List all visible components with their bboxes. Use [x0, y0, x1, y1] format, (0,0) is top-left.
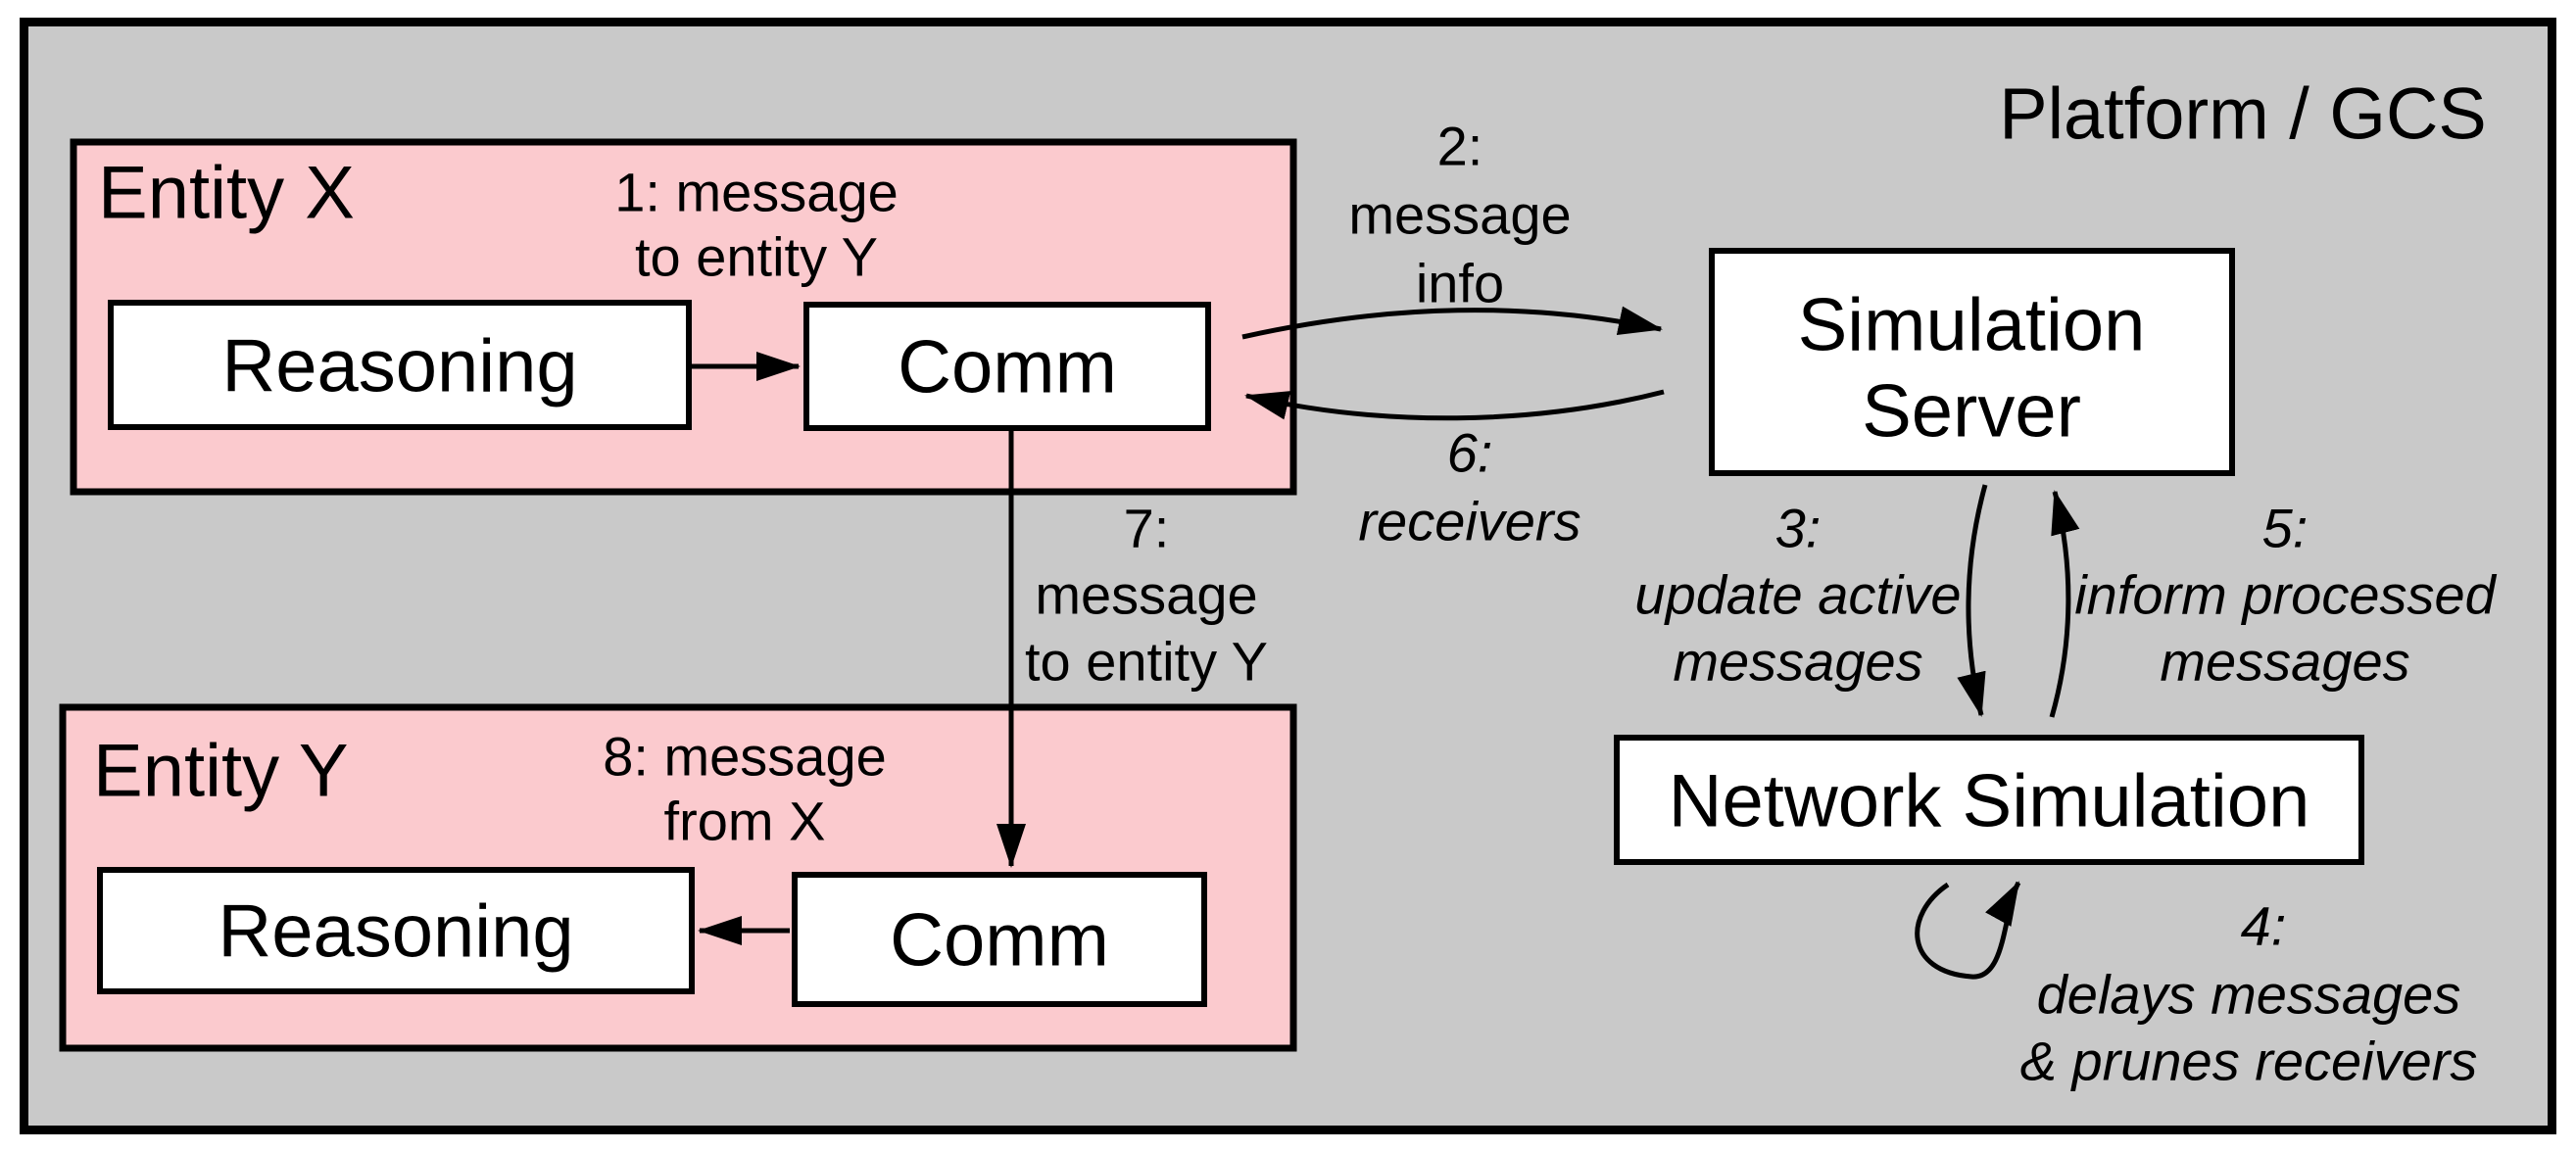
step-7-label-line-1: 7:: [1124, 498, 1170, 559]
entity-x-group: Entity X Reasoning Comm 1: message to en…: [70, 138, 1297, 496]
simulation-server-label-line-1: Simulation: [1798, 284, 2146, 367]
step-8-label-line-1: 8: message: [603, 726, 887, 788]
entity-y-reasoning-label: Reasoning: [218, 890, 573, 974]
simulation-server-group: Simulation Server: [1709, 248, 2235, 476]
step-3-label-line-3: messages: [1673, 631, 1922, 693]
arrow-4-self-loop: [1915, 881, 2021, 980]
network-simulation-group: Network Simulation: [1614, 735, 2364, 865]
entity-x-comm-node: [803, 302, 1211, 431]
step-2-label-line-1: 2:: [1437, 116, 1483, 177]
step-6-label-line-2: receivers: [1358, 491, 1580, 552]
entity-y-reasoning-node: [97, 867, 695, 994]
platform-gcs-title: Platform / GCS: [1999, 73, 2487, 155]
arrow-5-network-to-server: [2049, 490, 2080, 718]
step-3-label-line-1: 3:: [1775, 498, 1822, 559]
entity-x-comm-label: Comm: [898, 326, 1117, 409]
network-simulation-label: Network Simulation: [1669, 760, 2310, 843]
entity-y-comm-node: [792, 872, 1207, 1007]
step-5-label-line-3: messages: [2160, 631, 2409, 693]
step-1-label-line-1: 1: message: [614, 162, 899, 223]
entity-y-group: Entity Y Reasoning Comm 8: message from …: [59, 703, 1297, 1052]
step-7-label-line-3: to entity Y: [1025, 631, 1268, 693]
step-3-label-line-2: update active: [1634, 564, 1961, 626]
step-4-label-line-1: 4:: [2241, 895, 2287, 957]
simulation-server-label-line-2: Server: [1862, 370, 2081, 454]
step-2-label-line-2: message: [1348, 184, 1571, 246]
step-7-label-line-2: message: [1035, 564, 1257, 626]
step-4-label-line-3: & prunes receivers: [2020, 1031, 2478, 1092]
network-simulation-node: [1614, 735, 2364, 865]
simulation-server-node: [1709, 248, 2235, 476]
step-8-label-line-2: from X: [664, 791, 826, 852]
arrow-2-comm-to-server: [1241, 306, 1663, 340]
entity-y-comm-label: Comm: [890, 899, 1109, 983]
entity-x-label: Entity X: [98, 152, 355, 235]
arrow-3-server-to-network: [1957, 484, 1988, 717]
step-4-label-line-2: delays messages: [2037, 964, 2461, 1026]
entity-x-reasoning-label: Reasoning: [221, 325, 577, 408]
entity-x-reasoning-node: [108, 300, 692, 430]
step-5-label-line-2: inform processed: [2074, 564, 2497, 626]
step-6-label-line-1: 6:: [1447, 422, 1493, 484]
step-2-label-line-3: info: [1416, 253, 1504, 314]
arrow-6-server-to-comm: [1244, 389, 1665, 421]
entity-y-label: Entity Y: [93, 730, 349, 813]
step-5-label-line-1: 5:: [2262, 498, 2309, 559]
step-1-label-line-2: to entity Y: [635, 226, 878, 288]
